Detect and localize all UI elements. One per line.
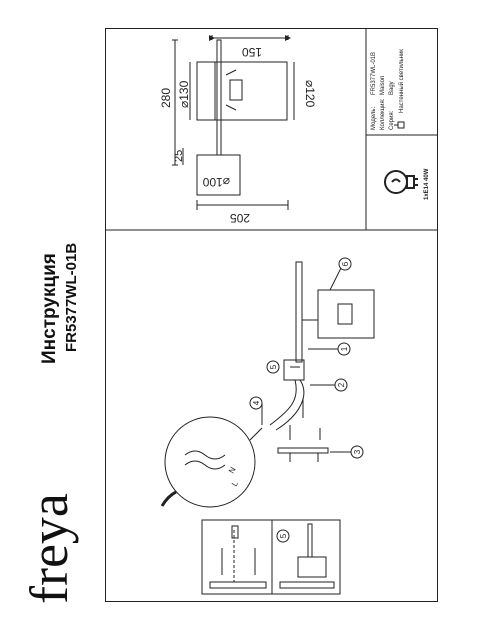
assembly-diagram <box>160 261 375 508</box>
callout-1 <box>337 342 351 356</box>
callout-2-label: 2 <box>337 382 346 387</box>
install-base-plate <box>297 556 327 578</box>
spec-collection-label: Коллекция: <box>380 98 386 130</box>
assembly-wires <box>269 379 297 426</box>
dim-diameter-100: ⌀100 <box>202 175 230 189</box>
callout-6 <box>338 257 352 271</box>
spec-model-label: Модель: <box>371 106 377 130</box>
callout-3-label: 3 <box>353 449 362 454</box>
dim-150: 150 <box>242 45 262 59</box>
mounting-bracket <box>277 447 329 454</box>
callout-3 <box>350 445 364 459</box>
drawing-frame <box>105 28 438 602</box>
install-panel-mounting <box>271 519 341 595</box>
lamp-spec: 1xE14 40W <box>424 168 430 200</box>
lamp-arm <box>216 39 222 156</box>
terminal-n: N <box>227 465 238 475</box>
lamp-socket <box>229 79 243 101</box>
callout-4-label: 4 <box>252 400 261 405</box>
spec-series-value: Bagy <box>389 81 395 95</box>
dim-diameter-120: ⌀120 <box>303 80 317 108</box>
spec-collection-value: Maison <box>380 76 386 95</box>
terminal-l: L <box>230 479 240 488</box>
callout-5-label: 5 <box>269 364 278 369</box>
callouts <box>249 257 364 459</box>
install-panels <box>201 519 341 595</box>
install-callout-5: 5 <box>279 533 288 538</box>
spec-type-value: Настенный светильник <box>398 49 405 113</box>
callout-6-label: 6 <box>341 261 350 266</box>
callout-1-label: 1 <box>340 346 349 351</box>
drill-bit <box>231 525 239 539</box>
spec-box: Модель: FR5377WL-01B Коллекция: Maison С… <box>371 49 405 130</box>
callout-4 <box>249 396 263 410</box>
assembly-arm <box>295 261 303 363</box>
install-panel-drilling <box>201 519 273 595</box>
spec-series-label: Серия: <box>389 110 395 130</box>
lamp-shade <box>196 61 288 121</box>
junction-box <box>164 416 256 508</box>
dim-diameter-130: ⌀130 <box>177 80 191 108</box>
assembly-shade <box>317 289 375 339</box>
bulb-icon <box>384 170 418 194</box>
dim-25: 25 <box>173 150 185 162</box>
dimension-drawing <box>172 35 295 210</box>
assembly-socket <box>337 303 353 325</box>
wall-mount-icon <box>394 121 405 129</box>
assembly-base <box>283 359 305 381</box>
callout-2 <box>334 378 348 392</box>
dim-205: 205 <box>230 211 250 225</box>
spec-model-value: FR5377WL-01B <box>371 52 377 95</box>
callout-5 <box>266 360 280 374</box>
dim-280: 280 <box>159 88 173 108</box>
